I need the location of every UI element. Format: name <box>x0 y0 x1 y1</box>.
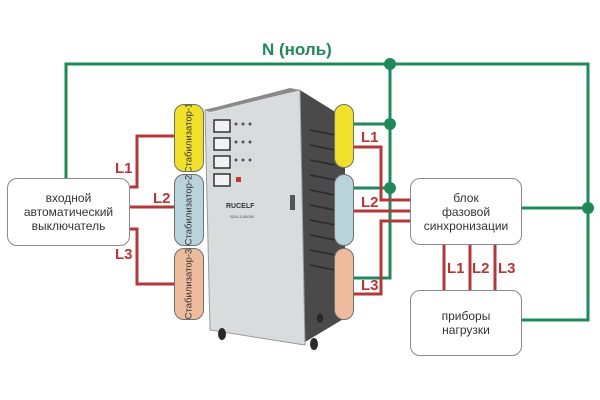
meter <box>213 155 231 169</box>
device-top <box>205 88 300 112</box>
load-box: приборы нагрузки <box>410 290 522 356</box>
stabilizer-2-label: Стабилизатор-2 <box>183 174 195 246</box>
input-breaker-box: входной автоматический выключатель <box>7 178 130 246</box>
phase-wires <box>130 134 497 296</box>
wire-label-left-l3: L3 <box>115 246 133 263</box>
phase-wire-l3-in <box>130 227 174 286</box>
meter <box>213 173 231 187</box>
meter <box>213 119 231 133</box>
wire-label-bottom-l1: L1 <box>447 260 465 277</box>
power-switch <box>236 177 241 182</box>
device-wheels <box>218 313 323 350</box>
stabilizer-3-label: Стабилизатор-3 <box>183 248 195 320</box>
stabilizer-3-panel: Стабилизатор-3 <box>174 248 204 320</box>
stabilizer-1-label: Стабилизатор-1 <box>183 104 195 172</box>
wire-label-right-l3: L3 <box>361 277 379 294</box>
neutral-wire-top <box>64 62 590 322</box>
phase-wire-l1-in <box>130 134 174 189</box>
wire-label-left-l1: L1 <box>115 160 133 177</box>
wire-label-right-l1: L1 <box>361 129 379 146</box>
neutral-wire-bus <box>350 64 392 280</box>
wire-label-bottom-l2: L2 <box>472 260 490 277</box>
stabilizer-1-output-panel <box>334 104 354 168</box>
phase-wire-l1-out <box>350 145 410 202</box>
stabilizer-1-panel: Стабилизатор-1 <box>174 104 204 172</box>
junction-dot <box>384 182 396 194</box>
wire-label-right-l2: L2 <box>361 194 379 211</box>
junction-dot <box>384 118 396 130</box>
wire-label-left-l2: L2 <box>153 190 171 207</box>
junction-dot <box>384 58 396 70</box>
phase-sync-box: блок фазовой синхронизации <box>410 178 522 245</box>
stabilizer-2-output-panel <box>334 174 354 246</box>
neutral-junctions <box>384 58 594 214</box>
input-breaker-label: входной автоматический выключатель <box>23 191 114 233</box>
meter <box>213 137 231 151</box>
device-brand: RUCELF <box>226 203 255 210</box>
wire-label-bottom-l3: L3 <box>498 260 516 277</box>
neutral-wires <box>64 62 590 322</box>
stabilizer-device: RUCELF SDV-3-30000 <box>204 88 345 350</box>
load-label: приборы нагрузки <box>441 309 491 337</box>
device-model: SDV-3-30000 <box>230 214 255 219</box>
indicator-lamps <box>234 122 252 162</box>
stabilizer-3-output-panel <box>334 248 354 320</box>
door-lock <box>290 195 295 210</box>
stabilizer-2-panel: Стабилизатор-2 <box>174 174 204 246</box>
neutral-label: N (ноль) <box>262 40 332 59</box>
junction-dot <box>582 202 594 214</box>
phase-wire-l3-out <box>350 219 410 296</box>
meters <box>213 119 231 187</box>
device-side <box>300 90 345 345</box>
device-vents <box>309 129 336 271</box>
phase-sync-label: блок фазовой синхронизации <box>423 190 509 233</box>
